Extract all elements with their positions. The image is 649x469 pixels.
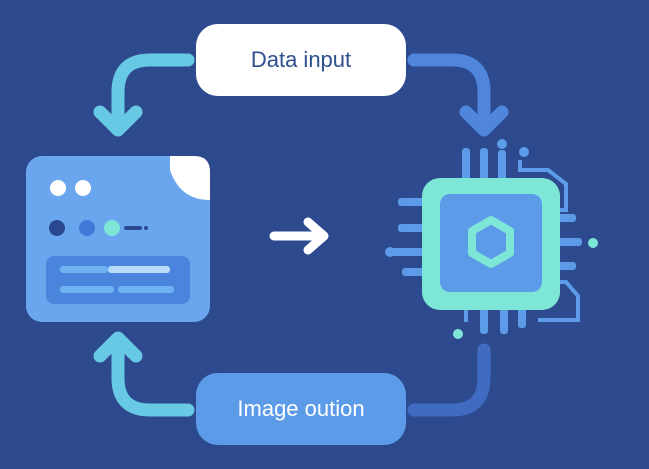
processor-chip-icon	[385, 139, 598, 339]
loop-arrow-top-left	[93, 53, 195, 137]
image-output-label: Image oution	[196, 373, 406, 445]
browser-window-icon	[26, 156, 210, 322]
data-input-label: Data input	[196, 24, 406, 96]
loop-connector-bottom-right	[407, 343, 491, 417]
right-arrow-icon	[269, 217, 329, 255]
loop-arrow-top-right	[407, 53, 509, 137]
loop-arrow-bottom-left	[93, 331, 195, 417]
